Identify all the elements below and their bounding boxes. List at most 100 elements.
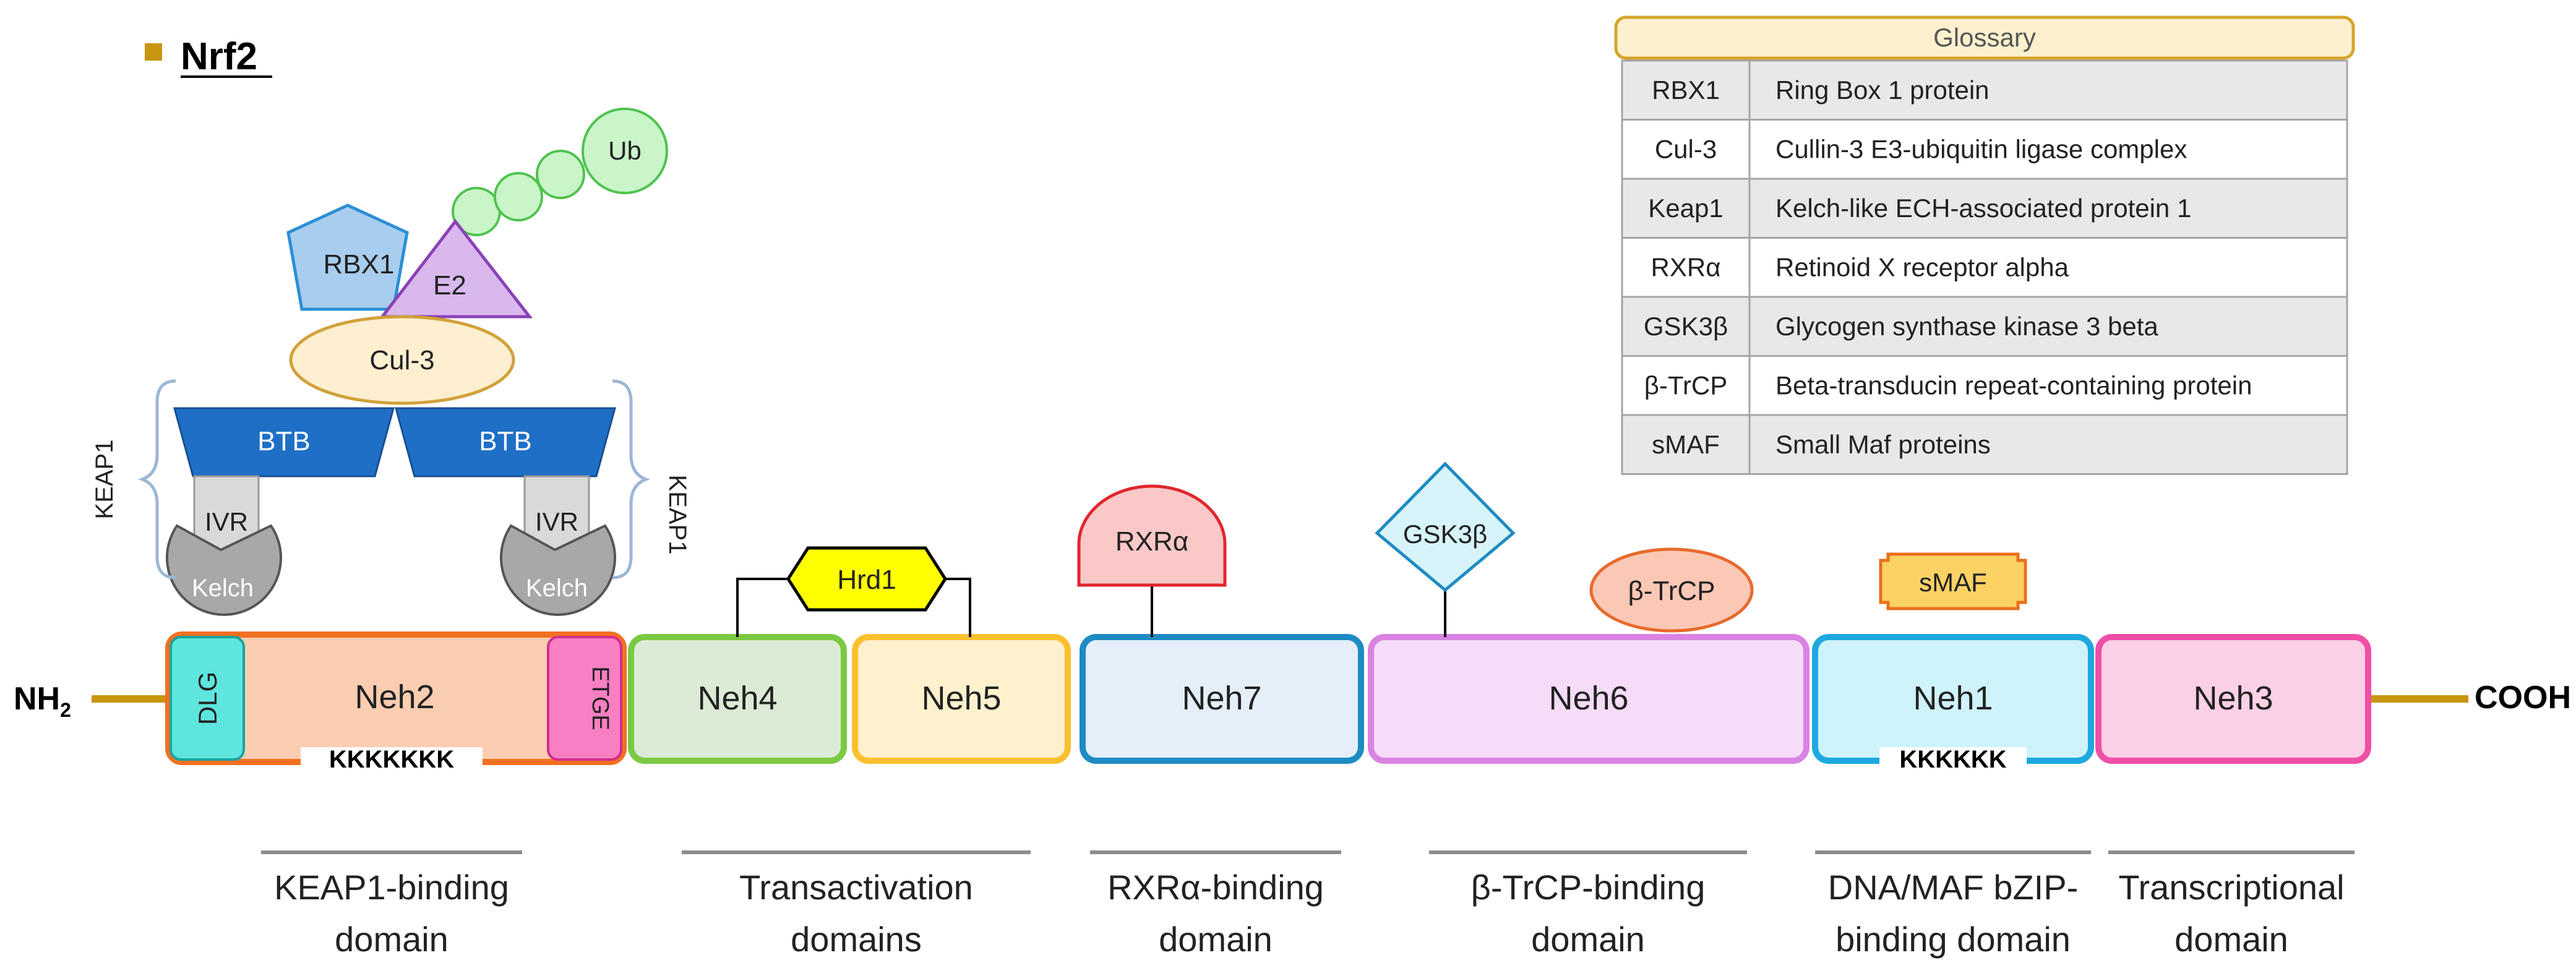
keap1-left-brace <box>137 379 176 580</box>
title: Nrf2 <box>181 35 257 78</box>
region-label-line1: RXRα-binding <box>1107 868 1324 907</box>
region-label-line1: β-TrCP-binding <box>1471 868 1706 907</box>
region-label-line2: domain <box>1159 920 1273 959</box>
keap1-left-label: KEAP1 <box>91 440 118 520</box>
kelch-right-label: Kelch <box>526 575 588 602</box>
neh4-label: Neh4 <box>697 680 777 717</box>
neh7-domain <box>1080 634 1364 764</box>
neh3-domain <box>2095 634 2371 764</box>
glossary-abbr-cell <box>1621 119 1751 180</box>
glossary-def-cell <box>1748 119 2348 180</box>
region-label-line2: domains <box>791 920 922 959</box>
keap1-right-brace <box>612 379 651 580</box>
e2-shape <box>379 218 533 319</box>
glossary-abbr: RBX1 <box>1652 75 1720 105</box>
lys-neh1-bg <box>1879 747 2027 773</box>
glossary-abbr-cell <box>1621 59 1751 121</box>
neh2-label: Neh2 <box>354 678 434 716</box>
glossary-def-cell <box>1748 237 2348 298</box>
glossary-header: Glossary <box>1933 23 2036 52</box>
region-label-line2: domain <box>1531 920 1645 959</box>
region-label-line2: domain <box>335 920 449 959</box>
glossary-abbr: β-TrCP <box>1644 371 1728 400</box>
kelch-left-shape <box>166 524 282 616</box>
dlg-motif <box>170 636 245 761</box>
region-label-line1: Transcriptional <box>2118 868 2344 907</box>
glossary-abbr-cell <box>1621 296 1751 357</box>
region-label-line1: DNA/MAF bZIP- <box>1828 868 2078 907</box>
glossary-def-cell <box>1748 414 2348 475</box>
btb-right-label: BTB <box>479 426 532 456</box>
btb-right-shape <box>395 407 616 477</box>
glossary-abbr: GSK3β <box>1644 312 1728 341</box>
glossary-definition: Beta-transducin repeat-containing protei… <box>1775 371 2252 400</box>
ub-bead-2 <box>494 172 543 221</box>
hrd1-label: Hrd1 <box>837 565 896 595</box>
lys-neh2: KKKKKKK <box>329 746 454 773</box>
ub-bead-3 <box>536 150 585 199</box>
neh1-label: Neh1 <box>1913 680 1993 717</box>
kelch-left-label: Kelch <box>192 575 254 602</box>
kelch-right-shape <box>500 524 616 616</box>
keap1-right-label: KEAP1 <box>664 475 691 555</box>
glossary-abbr: sMAF <box>1652 430 1720 459</box>
etge-label: ETGE <box>587 666 613 730</box>
ub-circle <box>582 108 668 194</box>
cul3-label: Cul-3 <box>369 345 434 375</box>
e2-label: E2 <box>433 270 466 301</box>
gsk3b-label: GSK3β <box>1403 520 1487 549</box>
glossary-abbr: RXRα <box>1651 253 1721 282</box>
glossary-abbr-cell <box>1621 355 1751 416</box>
ubiquitin-chain: Ub <box>452 108 668 236</box>
title-bullet <box>145 43 162 61</box>
n-terminus: NH2 <box>14 681 71 721</box>
region-label-line1: Transactivation <box>739 868 973 907</box>
neh6-domain <box>1368 634 1810 764</box>
etge-motif <box>547 636 622 761</box>
smaf-shape <box>1879 552 2027 610</box>
hrd1-connector <box>736 578 971 637</box>
lys-neh1: KKKKKK <box>1899 746 2006 773</box>
region-labels: KEAP1-binding domain Transactivation domain… <box>261 850 2355 959</box>
hrd1-shape <box>786 546 947 612</box>
glossary-definition: Retinoid X receptor alpha <box>1775 253 2069 282</box>
rbx1-label: RBX1 <box>324 249 395 280</box>
glossary-definition: Ring Box 1 protein <box>1775 75 1990 105</box>
glossary-abbr-cell <box>1621 414 1751 475</box>
glossary-header-box <box>1614 15 2355 60</box>
btrcp-label: β-TrCP <box>1628 576 1715 606</box>
glossary-def-cell <box>1748 296 2348 357</box>
neh5-label: Neh5 <box>921 680 1001 717</box>
dlg-label: DLG <box>193 672 222 725</box>
neh6-label: Neh6 <box>1548 680 1628 717</box>
region-label-line2: binding domain <box>1835 920 2071 959</box>
region-label-line2: domain <box>2175 920 2288 959</box>
rxra-shape <box>1077 484 1227 587</box>
lys-neh2-bg <box>301 747 483 773</box>
btrcp-shape <box>1589 547 1754 633</box>
region-label-line1: KEAP1-binding <box>274 868 509 907</box>
ub-label: Ub <box>608 136 642 165</box>
glossary-abbr: Cul-3 <box>1655 135 1717 164</box>
glossary-definition: Small Maf proteins <box>1775 430 1991 459</box>
glossary-abbr: Keap1 <box>1648 194 1723 223</box>
glossary-definition: Kelch-like ECH-associated protein 1 <box>1775 194 2191 223</box>
neh7-label: Neh7 <box>1182 680 1261 717</box>
neh5-domain <box>852 634 1071 764</box>
rxra-label: RXRα <box>1115 526 1188 557</box>
gsk3b-shape <box>1375 461 1516 593</box>
cul3-shape <box>289 315 515 405</box>
glossary-definition: Glycogen synthase kinase 3 beta <box>1775 312 2158 341</box>
glossary-def-cell <box>1748 178 2348 239</box>
neh3-label: Neh3 <box>2193 680 2273 717</box>
ivr-right-label: IVR <box>535 507 578 536</box>
glossary-definition: Cullin-3 E3-ubiquitin ligase complex <box>1775 135 2187 164</box>
rbx1-shape <box>286 203 409 311</box>
btb-left-label: BTB <box>257 426 311 456</box>
glossary-def-cell <box>1748 355 2348 416</box>
ivr-left-label: IVR <box>205 507 248 536</box>
smaf-label: sMAF <box>1919 568 1987 597</box>
